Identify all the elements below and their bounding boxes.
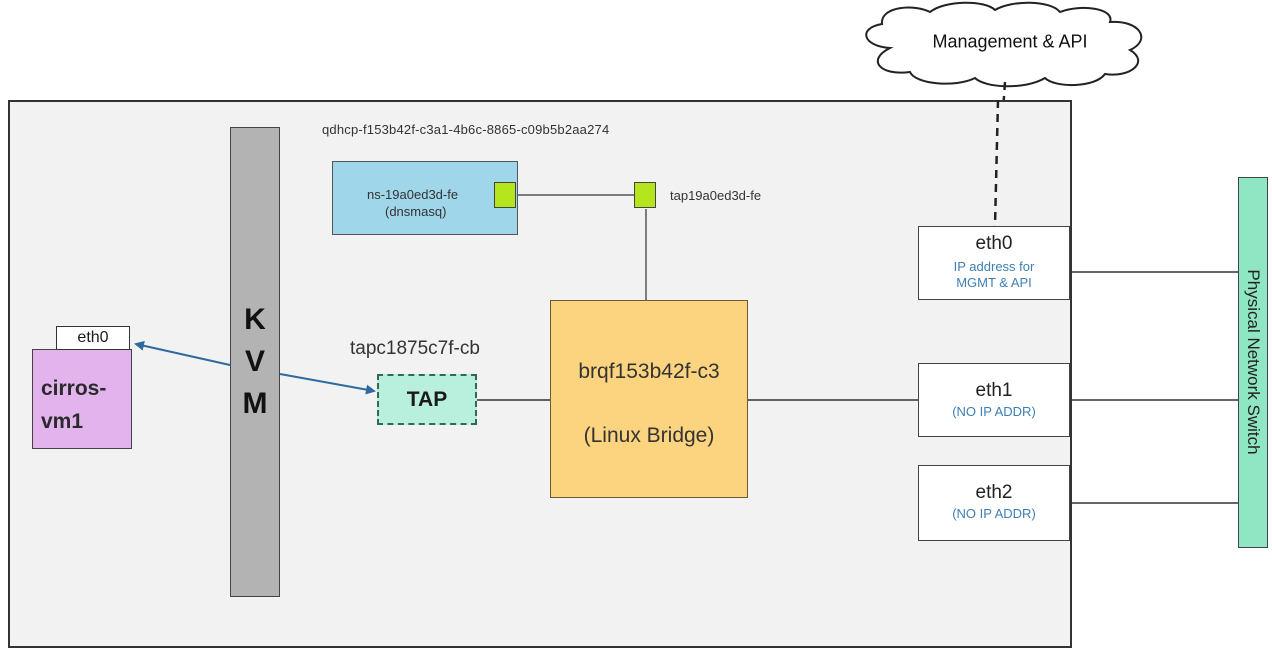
namespace-process: (dnsmasq): [385, 204, 447, 219]
kvm-tap-arrow: [279, 373, 376, 395]
host-nic-eth1: eth1 (NO IP ADDR): [918, 363, 1070, 437]
ns-tap-label: tap19a0ed3d-fe: [670, 188, 762, 203]
tap-device: TAP: [377, 374, 477, 425]
namespace-port: [494, 182, 516, 208]
nic-desc-line2: MGMT & API: [956, 275, 1032, 290]
nic-desc-line1: IP address for: [953, 259, 1035, 274]
qdhcp-namespace-label: qdhcp-f153b42f-c3a1-4b6c-8865-c09b5b2aa2…: [322, 122, 610, 137]
tap-label: TAP: [406, 387, 448, 411]
cloud-shape: [865, 1, 1143, 88]
mgmt-link-inner: [993, 99, 1000, 227]
host-nic-eth2: eth2 (NO IP ADDR): [918, 465, 1070, 541]
nic-desc: (NO IP ADDR): [952, 506, 1036, 521]
compute-host: [8, 100, 1072, 648]
kvm-letter-k: K: [244, 303, 266, 336]
vm-name-line1: cirros-: [41, 377, 107, 400]
vm-eth0: eth0: [56, 326, 130, 350]
vm-name-line2: vm1: [41, 410, 84, 433]
kvm-letter-m: M: [242, 387, 268, 420]
host-nic-eth0: eth0 IP address for MGMT & API: [918, 226, 1070, 300]
kvm-letter-v: V: [244, 345, 265, 378]
nic-name: eth1: [975, 380, 1013, 401]
nic-name: eth0: [975, 233, 1013, 254]
kvm-hypervisor: K V M: [230, 127, 280, 597]
cloud-label: Management & API: [932, 31, 1088, 52]
bridge-name: brqf153b42f-c3: [578, 360, 720, 383]
physical-switch-label: Physical Network Switch: [1244, 269, 1263, 455]
namespace-name: ns-19a0ed3d-fe: [367, 187, 459, 202]
linux-bridge: brqf153b42f-c3 (Linux Bridge): [550, 300, 748, 498]
tap-port: [634, 182, 656, 208]
bridge-type: (Linux Bridge): [583, 424, 715, 447]
cirros-vm: cirros- vm1: [32, 349, 132, 449]
tap-device-name: tapc1875c7f-cb: [350, 338, 480, 359]
nic-name: eth2: [975, 482, 1013, 503]
physical-switch: [1238, 177, 1268, 548]
kvm-vm-arrow: [134, 340, 231, 366]
dnsmasq-namespace: ns-19a0ed3d-fe (dnsmasq): [332, 161, 518, 235]
nic-desc: (NO IP ADDR): [952, 404, 1036, 419]
